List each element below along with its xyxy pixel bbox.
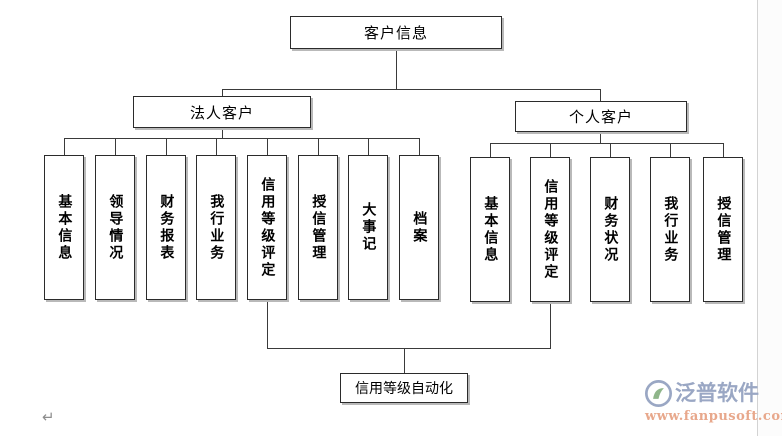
- connector-corporate-drop-4: [216, 138, 217, 155]
- node-individual-our-bank-business[interactable]: 我行业务: [650, 157, 690, 302]
- connector-individual-fan-bar: [490, 143, 723, 144]
- node-individual-credit-management[interactable]: 授信管理: [703, 157, 743, 302]
- connector-individual-drop-2: [550, 143, 551, 157]
- node-corporate-customer[interactable]: 法人客户: [133, 96, 311, 128]
- connector-bottom-left-drop: [267, 300, 268, 348]
- connector-bottom-bar: [267, 348, 551, 349]
- connector-corporate-drop-8: [419, 138, 420, 155]
- connector-corporate-drop-7: [368, 138, 369, 155]
- page-margin-area: [758, 0, 782, 436]
- node-root-customer-info[interactable]: 客户信息: [290, 16, 502, 49]
- fanpu-logo-icon: [645, 379, 672, 407]
- page-margin-line: [757, 0, 758, 436]
- connector-individual-drop-4: [670, 143, 671, 157]
- node-corporate-basic-info[interactable]: 基本信息: [44, 155, 84, 300]
- connector-individual-down: [600, 89, 601, 101]
- connector-corporate-drop-2: [115, 138, 116, 155]
- node-individual-financial-status[interactable]: 财务状况: [590, 157, 630, 302]
- connector-bottom-right-drop: [550, 302, 551, 348]
- connector-individual-drop-5: [723, 143, 724, 157]
- connector-individual-stem: [600, 132, 601, 143]
- connector-bottom-stem: [404, 348, 405, 373]
- connector-individual-drop-3: [610, 143, 611, 157]
- connector-level2-bar: [222, 89, 601, 90]
- watermark-fanpusoft: 泛普软件 www.fanpusoft.com: [645, 378, 782, 428]
- node-corporate-archive[interactable]: 档案: [399, 155, 439, 300]
- connector-root-down: [396, 49, 397, 89]
- connector-corporate-drop-5: [267, 138, 268, 155]
- connector-corporate-drop-6: [318, 138, 319, 155]
- node-corporate-credit-management[interactable]: 授信管理: [298, 155, 338, 300]
- connector-corporate-drop-3: [166, 138, 167, 155]
- node-individual-credit-rating[interactable]: 信用等级评定: [530, 157, 570, 302]
- node-corporate-our-bank-business[interactable]: 我行业务: [196, 155, 236, 300]
- node-individual-basic-info[interactable]: 基本信息: [470, 157, 510, 302]
- node-corporate-leadership[interactable]: 领导情况: [95, 155, 135, 300]
- node-corporate-credit-rating[interactable]: 信用等级评定: [247, 155, 287, 300]
- node-individual-customer[interactable]: 个人客户: [515, 101, 687, 132]
- connector-corporate-stem: [222, 128, 223, 138]
- watermark-brand: 泛普软件: [675, 380, 759, 405]
- connector-corporate-down: [222, 89, 223, 96]
- connector-individual-drop-1: [490, 143, 491, 157]
- connector-corporate-drop-1: [64, 138, 65, 155]
- node-credit-rating-automation[interactable]: 信用等级自动化: [340, 373, 468, 403]
- node-corporate-events-log[interactable]: 大事记: [348, 155, 388, 300]
- node-corporate-financial-statement[interactable]: 财务报表: [146, 155, 186, 300]
- connector-corporate-fan-bar: [64, 138, 419, 139]
- paragraph-mark: ↵: [42, 408, 55, 426]
- watermark-url: www.fanpusoft.com: [645, 409, 782, 424]
